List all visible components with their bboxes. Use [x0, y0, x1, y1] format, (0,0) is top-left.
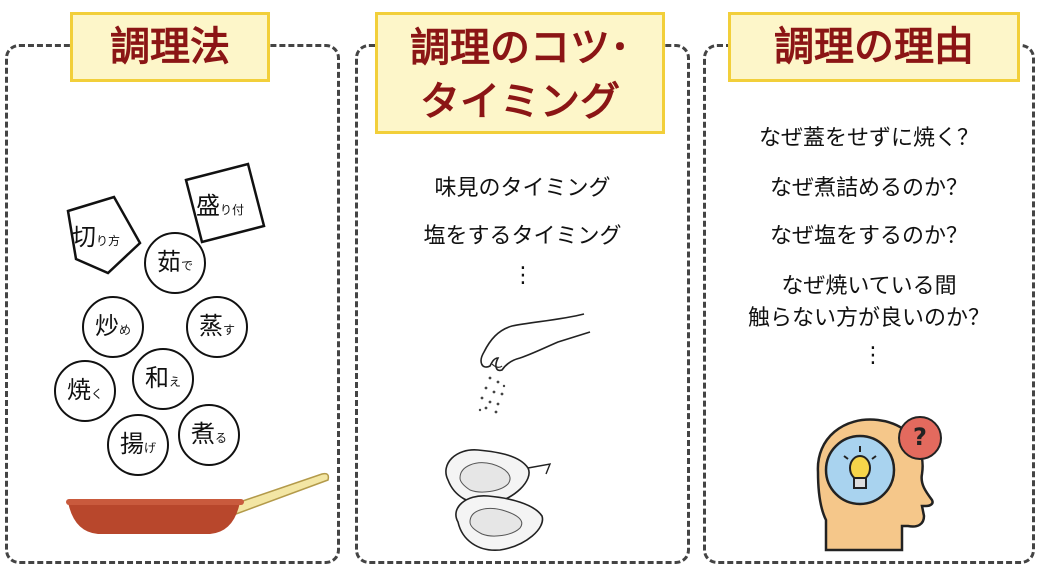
method-small: り方: [96, 234, 121, 248]
method-circle-ae: 和え: [132, 348, 194, 410]
method-circle-yude: 茹で: [144, 232, 206, 294]
question-mark-text: ?: [913, 423, 927, 451]
panel-title-methods: 調理法: [70, 12, 270, 82]
method-small: す: [222, 323, 235, 337]
reason-ellipsis: ⋮: [862, 343, 884, 368]
steak-icon: [445, 449, 552, 551]
method-circle-age: 揚げ: [107, 414, 169, 476]
method-pentagon-kiri: 切り方: [62, 193, 146, 277]
question-mark-icon: ?: [898, 416, 942, 460]
method-circle-yaku: 焼く: [54, 360, 116, 422]
method-small: る: [214, 431, 227, 445]
frying-pan-icon: [66, 472, 330, 534]
method-big: 焼: [66, 376, 91, 404]
method-square-mori: 盛り付: [182, 160, 268, 246]
method-small: め: [118, 323, 131, 337]
method-small: で: [180, 259, 193, 273]
method-big: 茹: [156, 248, 181, 276]
method-circle-musu: 蒸す: [186, 296, 248, 358]
panel-title-tips-line2: タイミング: [420, 79, 620, 125]
method-big: 炒: [94, 312, 119, 340]
reason-line-4b: 触らない方が良いのか？: [747, 306, 990, 331]
reason-line-3: なぜ塩をするのか？: [769, 224, 968, 249]
method-big: 揚: [119, 430, 144, 458]
thinking-head-icon: [816, 418, 934, 552]
reason-line-4a: なぜ焼いている間: [781, 274, 957, 299]
method-circle-itame: 炒め: [82, 296, 144, 358]
tip-line-shio: 塩をするタイミング: [423, 224, 622, 249]
method-big: 和: [144, 364, 169, 392]
method-small: く: [90, 387, 103, 401]
tip-line-ajimi: 味見のタイミング: [434, 176, 611, 201]
method-big: 煮: [190, 420, 215, 448]
method-big: 切: [72, 223, 96, 251]
method-small: り付: [220, 203, 245, 217]
panel-title-reasons: 調理の理由: [728, 12, 1020, 82]
method-small: げ: [143, 441, 156, 455]
reason-line-2: なぜ煮詰めるのか？: [769, 176, 968, 201]
method-circle-niru: 煮る: [178, 404, 240, 466]
method-big: 蒸: [198, 312, 223, 340]
panel-title-tips-line1: 調理のコツ･: [410, 25, 630, 71]
tip-ellipsis: ⋮: [512, 263, 534, 288]
reason-line-1: なぜ蓋をせずに焼く？: [758, 126, 979, 151]
salt-hand-icon: [478, 313, 591, 414]
method-big: 盛: [196, 192, 220, 220]
panel-title-tips: 調理のコツ･ タイミング: [375, 12, 665, 134]
method-small: え: [168, 375, 181, 389]
